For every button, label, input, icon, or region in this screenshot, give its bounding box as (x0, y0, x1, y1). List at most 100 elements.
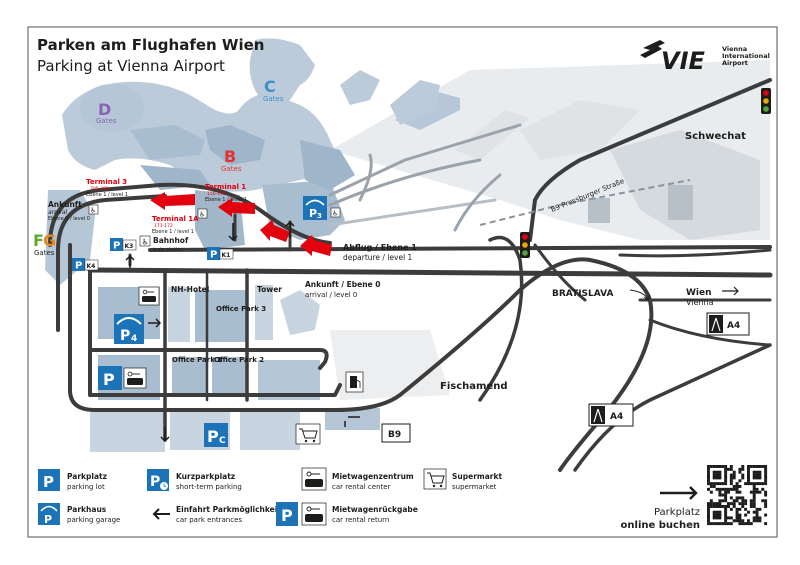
svg-text:P: P (210, 250, 217, 261)
wheelchair-icon: ♿ (139, 235, 151, 247)
arrow-east-icon (722, 286, 739, 296)
fuel-station-icon (345, 371, 364, 393)
svg-text:♿: ♿ (199, 211, 205, 219)
title-de: Parken am Flughafen Wien (37, 36, 264, 54)
terminal-1a-level: Ebene 1 / level 1 (152, 229, 194, 235)
gate-d-letter: D (98, 100, 111, 119)
traffic-light-icon (761, 88, 771, 114)
svg-text:♿: ♿ (332, 210, 338, 218)
gate-g-letter: G (43, 231, 56, 250)
legend-parkplatz-de: Parkplatz (67, 472, 107, 481)
k3-label: K3 (125, 243, 134, 250)
ankunft-level: Ebene 0 / level 0 (48, 216, 90, 222)
parking-k4[interactable]: P K4 (72, 258, 99, 272)
entrance-arrows (125, 220, 360, 443)
arrow-left-icon (152, 508, 170, 520)
svg-text:P: P (75, 261, 82, 272)
svg-text:P: P (281, 506, 293, 525)
legend-einfahrt-de: Einfahrt Parkmöglichkeit (176, 505, 281, 514)
k4-label: K4 (87, 263, 96, 270)
gate-c-label: Gates (263, 95, 284, 103)
parking-garage-p4[interactable]: P 4 (114, 314, 144, 344)
legend-mietwagenzentrum-en: car rental center (332, 483, 391, 491)
traffic-light-icon (520, 232, 530, 258)
gate-b-label: Gates (221, 165, 242, 173)
logo-line2: International (722, 52, 770, 60)
fischamend-label: Fischamend (440, 381, 508, 392)
terminal-1-level: Ebene 1 / level 1 (205, 197, 247, 203)
wheelchair-icon: ♿ (197, 208, 208, 219)
train-station-label: train station (153, 247, 183, 253)
svg-text:♿: ♿ (142, 238, 149, 247)
legend-mietwagenzentrum: Mietwagenzentrum car rental center (301, 467, 414, 491)
terminal-1-gates: 150-199 (207, 191, 226, 197)
car-rental-icon (138, 286, 160, 306)
legend-parkplatz: P Parkplatz parking lot (38, 469, 107, 491)
abflug-label: Abflug / Ebene 1 (343, 243, 417, 252)
wheelchair-icon: ♿ (330, 207, 341, 218)
office-park-2-label: Office Park 2 (214, 356, 264, 364)
legend-parkhaus-de: Parkhaus (67, 505, 107, 514)
schwechat-label: Schwechat (685, 131, 746, 142)
svg-text:P: P (309, 207, 317, 220)
online-booking-line1: Parkplatz (654, 507, 700, 518)
terminal-1a-name: Terminal 1A (152, 215, 199, 223)
railway-east (559, 179, 691, 206)
gate-d-label: Gates (96, 117, 117, 125)
gate-fg-label: Gates (34, 249, 55, 257)
legend-mietwagenrueckgabe-en: car rental return (332, 516, 389, 524)
parking-k3[interactable]: P K3 (110, 238, 137, 252)
office-park-1-label: Office Park 1 (172, 356, 222, 364)
online-booking-line2: online buchen (621, 520, 700, 531)
svg-text:P: P (44, 513, 52, 526)
legend-supermarkt-de: Supermarkt (452, 472, 502, 481)
p3-label: 3 (317, 212, 322, 220)
parking-k1[interactable]: P K1 (207, 247, 234, 261)
svg-text:P: P (207, 427, 219, 446)
bahnhof-label: Bahnhof (153, 236, 189, 245)
legend-mietwagenrueckgabe: P Mietwagenrückgabe car rental return (276, 502, 418, 526)
legend-kurzparkplatz: P Kurzparkplatz short-term parking (147, 469, 242, 491)
parking-pc[interactable]: P C (204, 423, 228, 447)
vienna-label: Vienna (686, 298, 714, 307)
terminal-3-level: Ebene 1 / level 1 (86, 192, 128, 198)
svg-text:P: P (103, 370, 115, 389)
ankunft-en: arrival (48, 209, 68, 216)
legend: P Parkplatz parking lot P Parkhaus parki… (38, 467, 502, 526)
departure-label: departure / level 1 (343, 253, 413, 262)
terminal-1-name: Terminal 1 (205, 183, 246, 191)
terminal-1a-gates: 171-172 (154, 223, 173, 229)
logo-line3: Airport (722, 59, 748, 67)
legend-kurzparkplatz-en: short-term parking (176, 483, 242, 491)
k1-label: K1 (222, 252, 231, 259)
legend-parkplatz-en: parking lot (67, 483, 105, 491)
parking-garage-p3[interactable]: P 3 (303, 196, 327, 220)
legend-supermarkt: Supermarkt supermarket (423, 468, 502, 491)
legend-kurzparkplatz-de: Kurzparkplatz (176, 472, 235, 481)
vie-logo: VIE Vienna International Airport (640, 40, 770, 75)
svg-text:♿: ♿ (90, 207, 96, 215)
legend-einfahrt: Einfahrt Parkmöglichkeit car park entran… (152, 505, 281, 524)
a4-sign: A4 (706, 312, 750, 336)
tower-label: Tower (257, 285, 282, 294)
parking-p-rental[interactable]: P (98, 366, 122, 390)
departure-arrows (150, 192, 332, 256)
logo-mark: VIE (661, 47, 706, 75)
railway (479, 204, 561, 226)
svg-text:P: P (150, 474, 160, 490)
qr-code[interactable] (707, 465, 768, 526)
gate-c-letter: C (264, 77, 276, 96)
a4-label: A4 (610, 412, 623, 422)
legend-mietwagenrueckgabe-de: Mietwagenrückgabe (332, 505, 418, 514)
office-buildings (90, 285, 450, 452)
legend-parkhaus: P Parkhaus parking garage (38, 503, 120, 526)
ankunft-de: Ankunft (48, 200, 82, 209)
supermarket-icon (295, 423, 321, 445)
nh-hotel-label: NH-Hotel (171, 285, 209, 294)
roads (48, 78, 773, 472)
legend-mietwagenzentrum-de: Mietwagenzentrum (332, 472, 414, 481)
arrow-curve-icon (629, 289, 651, 301)
wheelchair-icon: ♿ (88, 204, 99, 215)
bratislava-label: BRATISLAVA (552, 289, 613, 299)
online-booking[interactable]: Parkplatz online buchen (621, 486, 700, 531)
